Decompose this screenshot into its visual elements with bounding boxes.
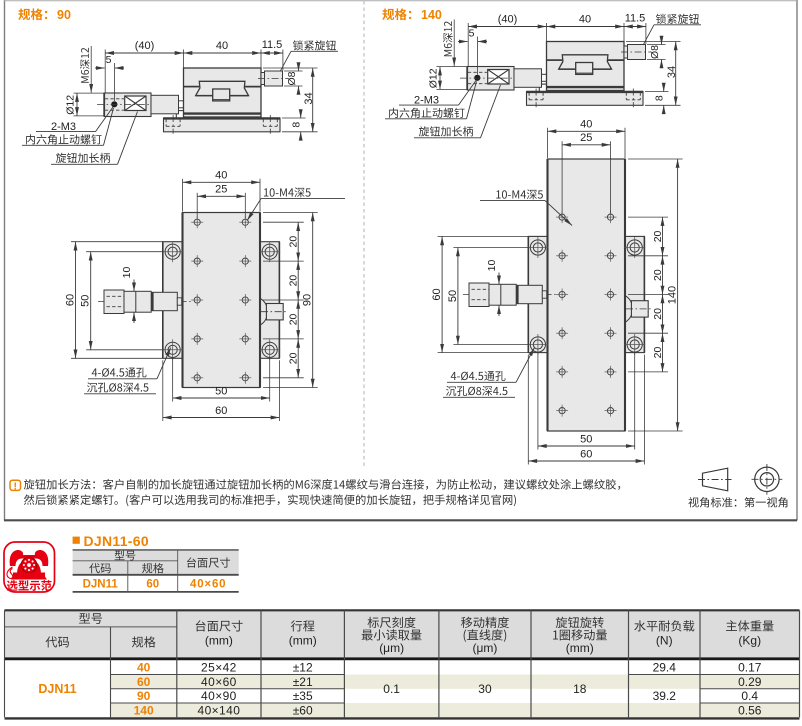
svg-text:34: 34: [666, 66, 678, 78]
svg-text:90: 90: [57, 8, 71, 22]
svg-text:11.5: 11.5: [262, 39, 283, 51]
svg-text:2-M3: 2-M3: [51, 121, 76, 133]
svg-text:90: 90: [137, 689, 151, 703]
svg-text:40×60: 40×60: [201, 675, 237, 689]
svg-text:(mm): (mm): [205, 634, 233, 648]
svg-text:±12: ±12: [293, 661, 313, 675]
svg-text:60: 60: [431, 288, 443, 300]
svg-text:0.56: 0.56: [738, 703, 762, 717]
svg-text:!: !: [14, 480, 18, 492]
svg-text:39.2: 39.2: [653, 689, 677, 703]
svg-text:40×90: 40×90: [201, 689, 237, 703]
svg-text:25: 25: [215, 184, 227, 196]
svg-text:20: 20: [287, 275, 299, 287]
svg-text:DJN11: DJN11: [83, 579, 119, 591]
svg-text:10: 10: [121, 267, 133, 279]
svg-text:0.4: 0.4: [741, 689, 758, 703]
svg-text:DJN11: DJN11: [38, 682, 76, 696]
svg-text:20: 20: [652, 230, 664, 242]
svg-text:Ø8: Ø8: [649, 45, 661, 59]
svg-text:(40): (40): [498, 14, 518, 26]
svg-text:140: 140: [421, 8, 442, 22]
svg-text:0.29: 0.29: [738, 675, 762, 689]
svg-text:50: 50: [80, 295, 92, 307]
svg-text:8: 8: [654, 95, 666, 101]
svg-text:(mm): (mm): [566, 641, 594, 655]
svg-text:Ø8: Ø8: [286, 71, 298, 85]
svg-text:DJN11-60: DJN11-60: [84, 533, 149, 549]
svg-text:20: 20: [287, 313, 299, 325]
svg-text:0.17: 0.17: [738, 661, 762, 675]
svg-text:30: 30: [478, 682, 492, 696]
svg-text:140: 140: [667, 286, 679, 304]
svg-text:25: 25: [580, 132, 592, 144]
svg-text:(Kg): (Kg): [738, 634, 761, 648]
svg-text:5: 5: [469, 28, 475, 40]
svg-text:5: 5: [106, 54, 112, 66]
svg-text:±60: ±60: [293, 703, 313, 717]
svg-text:10: 10: [486, 260, 498, 272]
svg-text:60: 60: [580, 449, 592, 461]
svg-text:60: 60: [215, 405, 227, 417]
svg-text:Ø12: Ø12: [64, 95, 76, 115]
svg-text:40×140: 40×140: [198, 703, 241, 717]
svg-text:Ø12: Ø12: [427, 68, 439, 88]
svg-text:40: 40: [216, 40, 228, 52]
svg-text:0.1: 0.1: [383, 682, 400, 696]
svg-text:20: 20: [287, 352, 299, 364]
svg-text:40: 40: [215, 170, 227, 182]
svg-text:60: 60: [137, 675, 151, 689]
svg-text:25×42: 25×42: [201, 661, 237, 675]
svg-text:60: 60: [146, 579, 159, 591]
svg-text:140: 140: [134, 703, 154, 717]
svg-text:±35: ±35: [293, 689, 313, 703]
svg-text:(N): (N): [656, 634, 673, 648]
svg-text:50: 50: [580, 434, 592, 446]
svg-text:20: 20: [287, 236, 299, 248]
svg-text:18: 18: [573, 682, 587, 696]
svg-text:40: 40: [137, 661, 151, 675]
svg-text:2-M3: 2-M3: [414, 95, 439, 107]
svg-text:±21: ±21: [293, 675, 313, 689]
svg-text:20: 20: [652, 308, 664, 320]
svg-text:60: 60: [64, 294, 76, 306]
svg-text:11.5: 11.5: [625, 13, 646, 25]
svg-text:20: 20: [652, 347, 664, 359]
svg-text:90: 90: [302, 294, 314, 306]
svg-text:40: 40: [580, 119, 592, 131]
svg-text:8: 8: [291, 122, 303, 128]
svg-text:50: 50: [447, 290, 459, 302]
svg-text:50: 50: [215, 386, 227, 398]
svg-text:(μm): (μm): [472, 641, 497, 655]
svg-text:29.4: 29.4: [653, 661, 677, 675]
svg-text:34: 34: [303, 92, 315, 104]
svg-text:20: 20: [652, 269, 664, 281]
svg-text:40×60: 40×60: [190, 579, 226, 591]
svg-text:40: 40: [579, 14, 591, 26]
svg-text:(μm): (μm): [379, 641, 404, 655]
svg-text:(40): (40): [135, 40, 155, 52]
svg-text:(mm): (mm): [289, 634, 317, 648]
